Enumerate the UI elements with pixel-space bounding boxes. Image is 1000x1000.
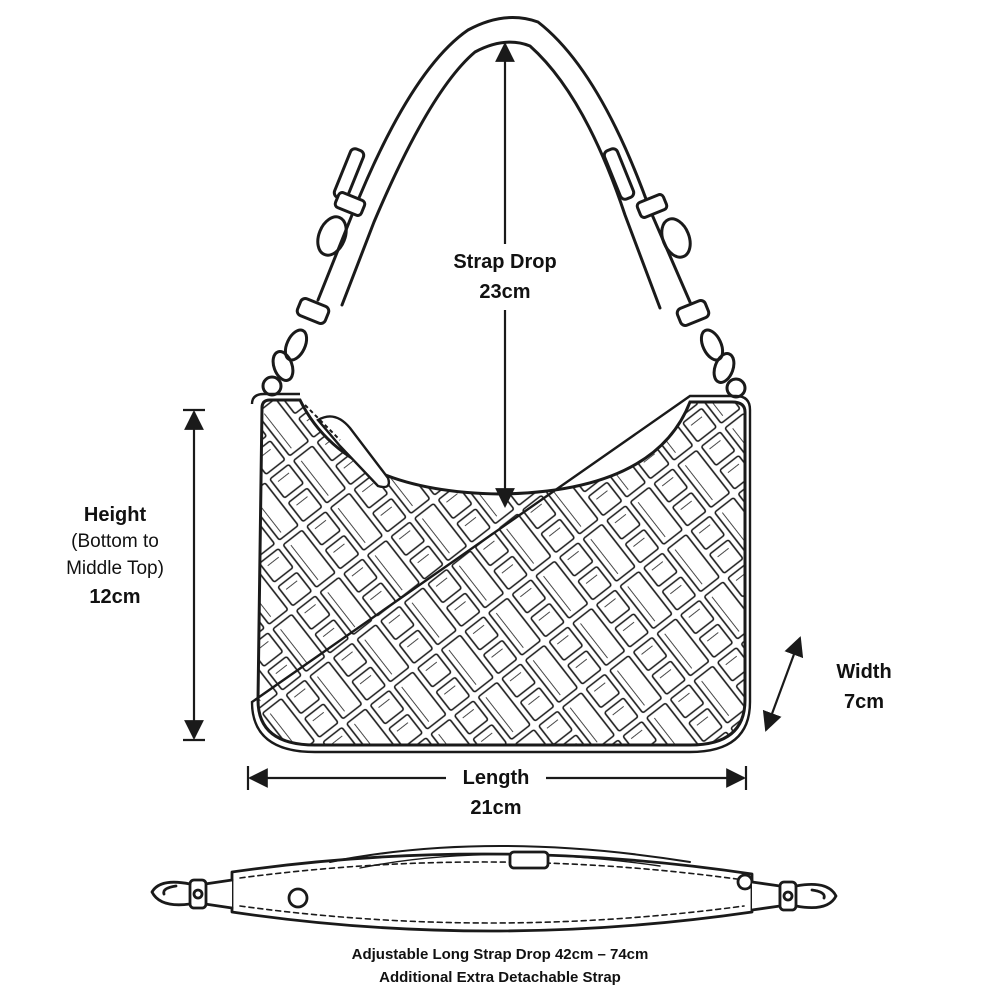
- length-title: Length: [462, 767, 530, 789]
- long-strap-caption: Adjustable Long Strap Drop 42cm – 74cm A…: [250, 946, 750, 987]
- height-title: Height: [83, 504, 147, 526]
- bag-body: [250, 392, 752, 754]
- strap-drop-value: 23cm: [479, 281, 531, 303]
- handbag-illustration: [261, 16, 747, 399]
- height-label: Height (Bottom to Middle Top) 12cm: [30, 503, 200, 609]
- dimension-arrows: [183, 42, 804, 790]
- detachable-strap-illustration: [150, 845, 838, 933]
- strap-drop-title: Strap Drop: [453, 251, 557, 273]
- long-strap-line2: Additional Extra Detachable Strap: [379, 969, 621, 986]
- long-strap-line1: Adjustable Long Strap Drop 42cm – 74cm: [351, 946, 649, 963]
- height-note-line1: (Bottom to: [71, 531, 159, 552]
- length-value: 21cm: [470, 797, 522, 819]
- height-value: 12cm: [89, 585, 141, 608]
- length-label: Length 21cm: [396, 766, 596, 820]
- height-note-line2: Middle Top): [66, 557, 164, 579]
- width-title: Width: [836, 661, 892, 683]
- width-label: Width 7cm: [804, 660, 924, 714]
- strap-drop-label: Strap Drop 23cm: [405, 250, 605, 304]
- width-arrow: [762, 636, 804, 732]
- width-value: 7cm: [843, 691, 885, 713]
